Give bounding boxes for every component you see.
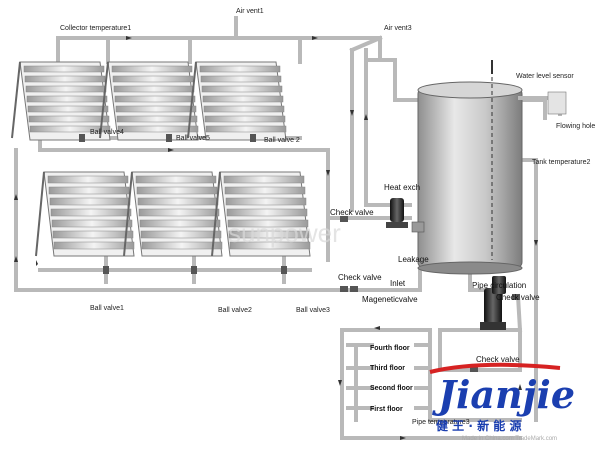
- lower-collector-array: [35, 171, 311, 257]
- watermark-text: sunpower: [228, 218, 341, 248]
- ball-valve-3: [281, 266, 287, 274]
- solar-collector: [187, 61, 287, 141]
- label-first-floor: First floor: [370, 406, 403, 413]
- label-check-valve-3: Check valve: [496, 293, 540, 302]
- magnetic-valve: [340, 286, 348, 292]
- logo-text: Jianjie: [432, 372, 575, 417]
- check-valve-d: [470, 366, 478, 372]
- label-heat-exch: Heat exch: [384, 183, 420, 192]
- check-valve-c: [512, 294, 520, 300]
- label-check-valve-2: Check valve: [338, 273, 382, 282]
- arrow-icon: [338, 380, 342, 386]
- ball-valve-4: [79, 134, 85, 142]
- arrow-icon: [168, 148, 174, 152]
- logo-small-text: Made in China.com TradeMark.com: [462, 436, 557, 442]
- arrow-icon: [400, 436, 406, 440]
- arrow-icon: [14, 256, 18, 262]
- label-second-floor: Second floor: [370, 385, 413, 392]
- solar-collector: [211, 171, 311, 257]
- arrow-icon: [312, 36, 318, 40]
- logo-subtitle: 健 王 · 新 能 源: [436, 418, 521, 433]
- label-ball-valve4: Ball valve4: [90, 129, 124, 136]
- label-ball-valve1: Ball valve1: [90, 305, 124, 312]
- label-third-floor: Third floor: [370, 365, 405, 372]
- solar-collector: [35, 171, 135, 257]
- ball-valve-1: [103, 266, 109, 274]
- label-water-level-sensor: Water level sensor: [516, 73, 574, 80]
- label-air-vent1: Air vent1: [236, 8, 264, 15]
- pipe-pump: [492, 276, 506, 294]
- label-tank-temperature: Tank temperature2: [532, 159, 590, 166]
- check-valve-b: [350, 286, 358, 292]
- arrow-icon: [126, 36, 132, 40]
- label-fourth-floor: Fourth floor: [370, 345, 410, 352]
- label-air-vent2: Ball valve 2: [264, 137, 300, 144]
- ball-valve-5: [166, 134, 172, 142]
- solar-collector: [123, 171, 223, 257]
- label-check-valve-1: Check valve: [330, 208, 374, 217]
- arrow-icon: [518, 384, 522, 390]
- label-pipe-temperature: Pipe temperature3: [412, 419, 470, 426]
- logo-swoosh: [429, 362, 561, 374]
- heat-exchanger-pump: [386, 198, 408, 228]
- labels: Collector temperature1 Air vent1 Air ven…: [60, 8, 595, 426]
- arrow-icon: [14, 194, 18, 200]
- label-air-vent3: Air vent3: [384, 25, 412, 32]
- check-valve-a: [340, 216, 348, 222]
- ball-valve-2b: [191, 266, 197, 274]
- storage-tank: [411, 60, 567, 275]
- flow-arrows: [14, 36, 538, 440]
- label-flowing-hole: Flowing hole: [556, 123, 595, 130]
- circulation-pump: [480, 288, 506, 330]
- label-collector-temperature: Collector temperature1: [60, 25, 131, 32]
- label-inlet: Inlet: [390, 279, 406, 288]
- arrow-icon: [364, 114, 368, 120]
- label-ball-valve2: Ball valve2: [218, 307, 252, 314]
- label-magnetic-valve: Mageneticvalve: [362, 295, 418, 304]
- arrow-icon: [326, 170, 330, 176]
- jianjie-logo: Jianjie 健 王 · 新 能 源 Made in China.com Tr…: [429, 362, 575, 442]
- solar-collector: [11, 61, 111, 141]
- ball-valves: [79, 134, 520, 372]
- arrow-icon: [36, 260, 38, 266]
- label-ball-valve3: Ball valve3: [296, 307, 330, 314]
- ball-valve-2: [250, 134, 256, 142]
- label-check-valve-4: Check valve: [476, 355, 520, 364]
- arrow-icon: [534, 240, 538, 246]
- label-ball-valve5: Ball valve5: [176, 135, 210, 142]
- arrow-icon: [374, 326, 380, 330]
- solar-collector: [99, 61, 199, 141]
- arrow-icon: [350, 110, 354, 116]
- upper-collector-array: [11, 61, 287, 141]
- label-pipe-circulation: Pipe circulation: [472, 281, 526, 290]
- label-leakage: Leakage: [398, 255, 429, 264]
